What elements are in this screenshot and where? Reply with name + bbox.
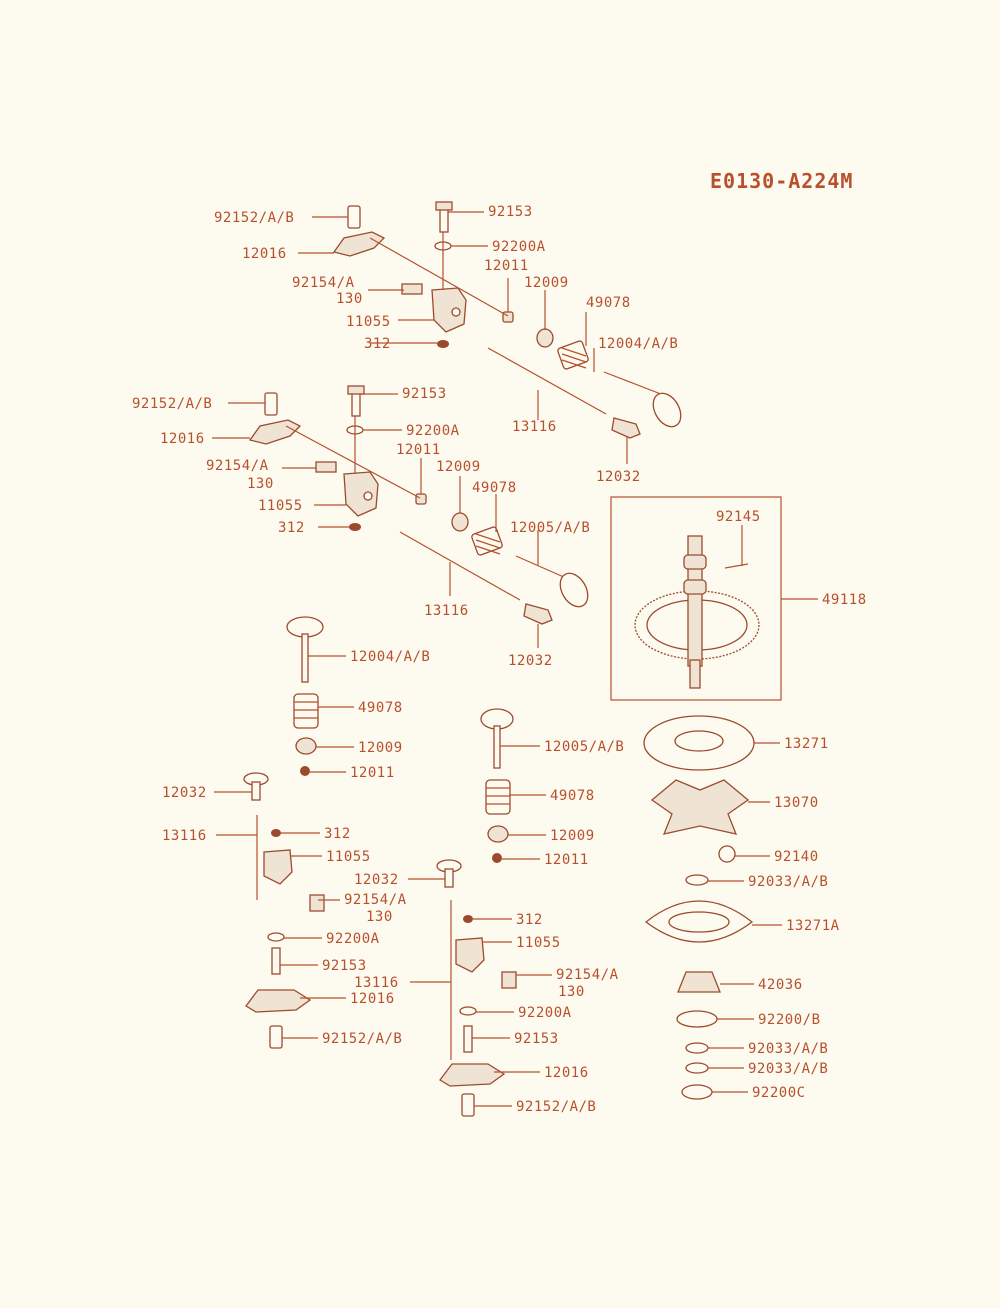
part-label: 92152/A/B <box>132 396 212 412</box>
part-label: 130 <box>247 476 274 492</box>
ball-part <box>718 845 736 863</box>
part-label: 11055 <box>258 498 303 514</box>
part-label: 92033/A/B <box>748 1041 828 1057</box>
part-label: 92154/A <box>344 892 407 908</box>
part-label: 92152/A/B <box>322 1031 402 1047</box>
part-label: 130 <box>558 984 585 1000</box>
part-label: 11055 <box>326 849 371 865</box>
part-label: 312 <box>364 336 391 352</box>
part-label: 92200C <box>752 1085 806 1101</box>
governor-part <box>650 779 750 835</box>
part-label: 12005/A/B <box>544 739 624 755</box>
valve-part <box>652 392 682 428</box>
part-label: 13271A <box>786 918 840 934</box>
rocker-assembly-lower-center <box>436 859 517 1117</box>
part-label: 92154/A <box>556 967 619 983</box>
part-label: 12016 <box>544 1065 589 1081</box>
part-label: 12005/A/B <box>510 520 590 536</box>
part-label: 49078 <box>550 788 595 804</box>
part-label: 92152/A/B <box>214 210 294 226</box>
part-label: 12011 <box>484 258 529 274</box>
part-label: 13116 <box>424 603 469 619</box>
part-label: 42036 <box>758 977 803 993</box>
part-label: 12016 <box>350 991 395 1007</box>
part-label: 92200A <box>492 239 546 255</box>
part-label: 11055 <box>346 314 391 330</box>
part-label: 12011 <box>544 852 589 868</box>
part-label: 49078 <box>358 700 403 716</box>
part-label: 12032 <box>162 785 207 801</box>
part-label: 12009 <box>436 459 481 475</box>
part-label: 49078 <box>586 295 631 311</box>
part-label: 92154/A <box>292 275 355 291</box>
rocker-assembly-middle <box>248 385 589 625</box>
part-label: 92033/A/B <box>748 1061 828 1077</box>
part-label: 12032 <box>596 469 641 485</box>
part-label: 13070 <box>774 795 819 811</box>
pin-part <box>724 563 749 569</box>
part-label: 92153 <box>322 958 367 974</box>
part-label: 49078 <box>472 480 517 496</box>
bracket-part <box>431 287 467 333</box>
part-label: 12009 <box>524 275 569 291</box>
valve-stack-center <box>480 708 514 863</box>
part-label: 92200A <box>326 931 380 947</box>
part-label: 92154/A <box>206 458 269 474</box>
part-label: 92145 <box>716 509 761 525</box>
diagram-code: E0130-A224M <box>710 169 853 193</box>
part-label: 12004/A/B <box>598 336 678 352</box>
part-label: 12011 <box>396 442 441 458</box>
part-label: 12009 <box>358 740 403 756</box>
part-label: 13116 <box>354 975 399 991</box>
governor-stack <box>643 715 755 1100</box>
camshaft-assembly <box>610 496 782 701</box>
part-label: 12004/A/B <box>350 649 430 665</box>
rocker-arm-part <box>332 231 386 257</box>
nut-part <box>437 340 449 348</box>
part-label: 12016 <box>160 431 205 447</box>
part-label: 13271 <box>784 736 829 752</box>
part-label: 12009 <box>550 828 595 844</box>
part-label: 49118 <box>822 592 867 608</box>
part-label: 312 <box>516 912 543 928</box>
part-label: 92153 <box>402 386 447 402</box>
pivot-sleeve-part <box>347 205 361 229</box>
part-label: 92200/B <box>758 1012 821 1028</box>
pushrod-part <box>487 347 607 415</box>
part-label: 92200A <box>518 1005 572 1021</box>
part-label: 130 <box>336 291 363 307</box>
rocker-assembly-lower-left <box>243 772 325 1049</box>
part-label: 12032 <box>508 653 553 669</box>
part-label: 13116 <box>512 419 557 435</box>
part-label: 92153 <box>488 204 533 220</box>
part-label: 92153 <box>514 1031 559 1047</box>
sleeve-part <box>677 971 721 993</box>
part-label: 12016 <box>242 246 287 262</box>
part-label: 92152/A/B <box>516 1099 596 1115</box>
part-label: 13116 <box>162 828 207 844</box>
valve-stack-left <box>286 616 324 776</box>
spring-part <box>557 340 589 370</box>
lifter-part <box>611 417 641 439</box>
part-labels: 92153 92152/A/B 92200A 12016 12011 92154… <box>132 204 867 1115</box>
part-label: 11055 <box>516 935 561 951</box>
bolt-part <box>401 283 423 295</box>
part-label: 312 <box>278 520 305 536</box>
part-label: 92033/A/B <box>748 874 828 890</box>
leader-lines <box>212 211 818 1107</box>
part-label: 12032 <box>354 872 399 888</box>
part-label: 130 <box>366 909 393 925</box>
part-label: 92200A <box>406 423 460 439</box>
rocker-assembly-upper <box>332 201 682 439</box>
part-label: 92140 <box>774 849 819 865</box>
part-label: 12011 <box>350 765 395 781</box>
part-label: 312 <box>324 826 351 842</box>
